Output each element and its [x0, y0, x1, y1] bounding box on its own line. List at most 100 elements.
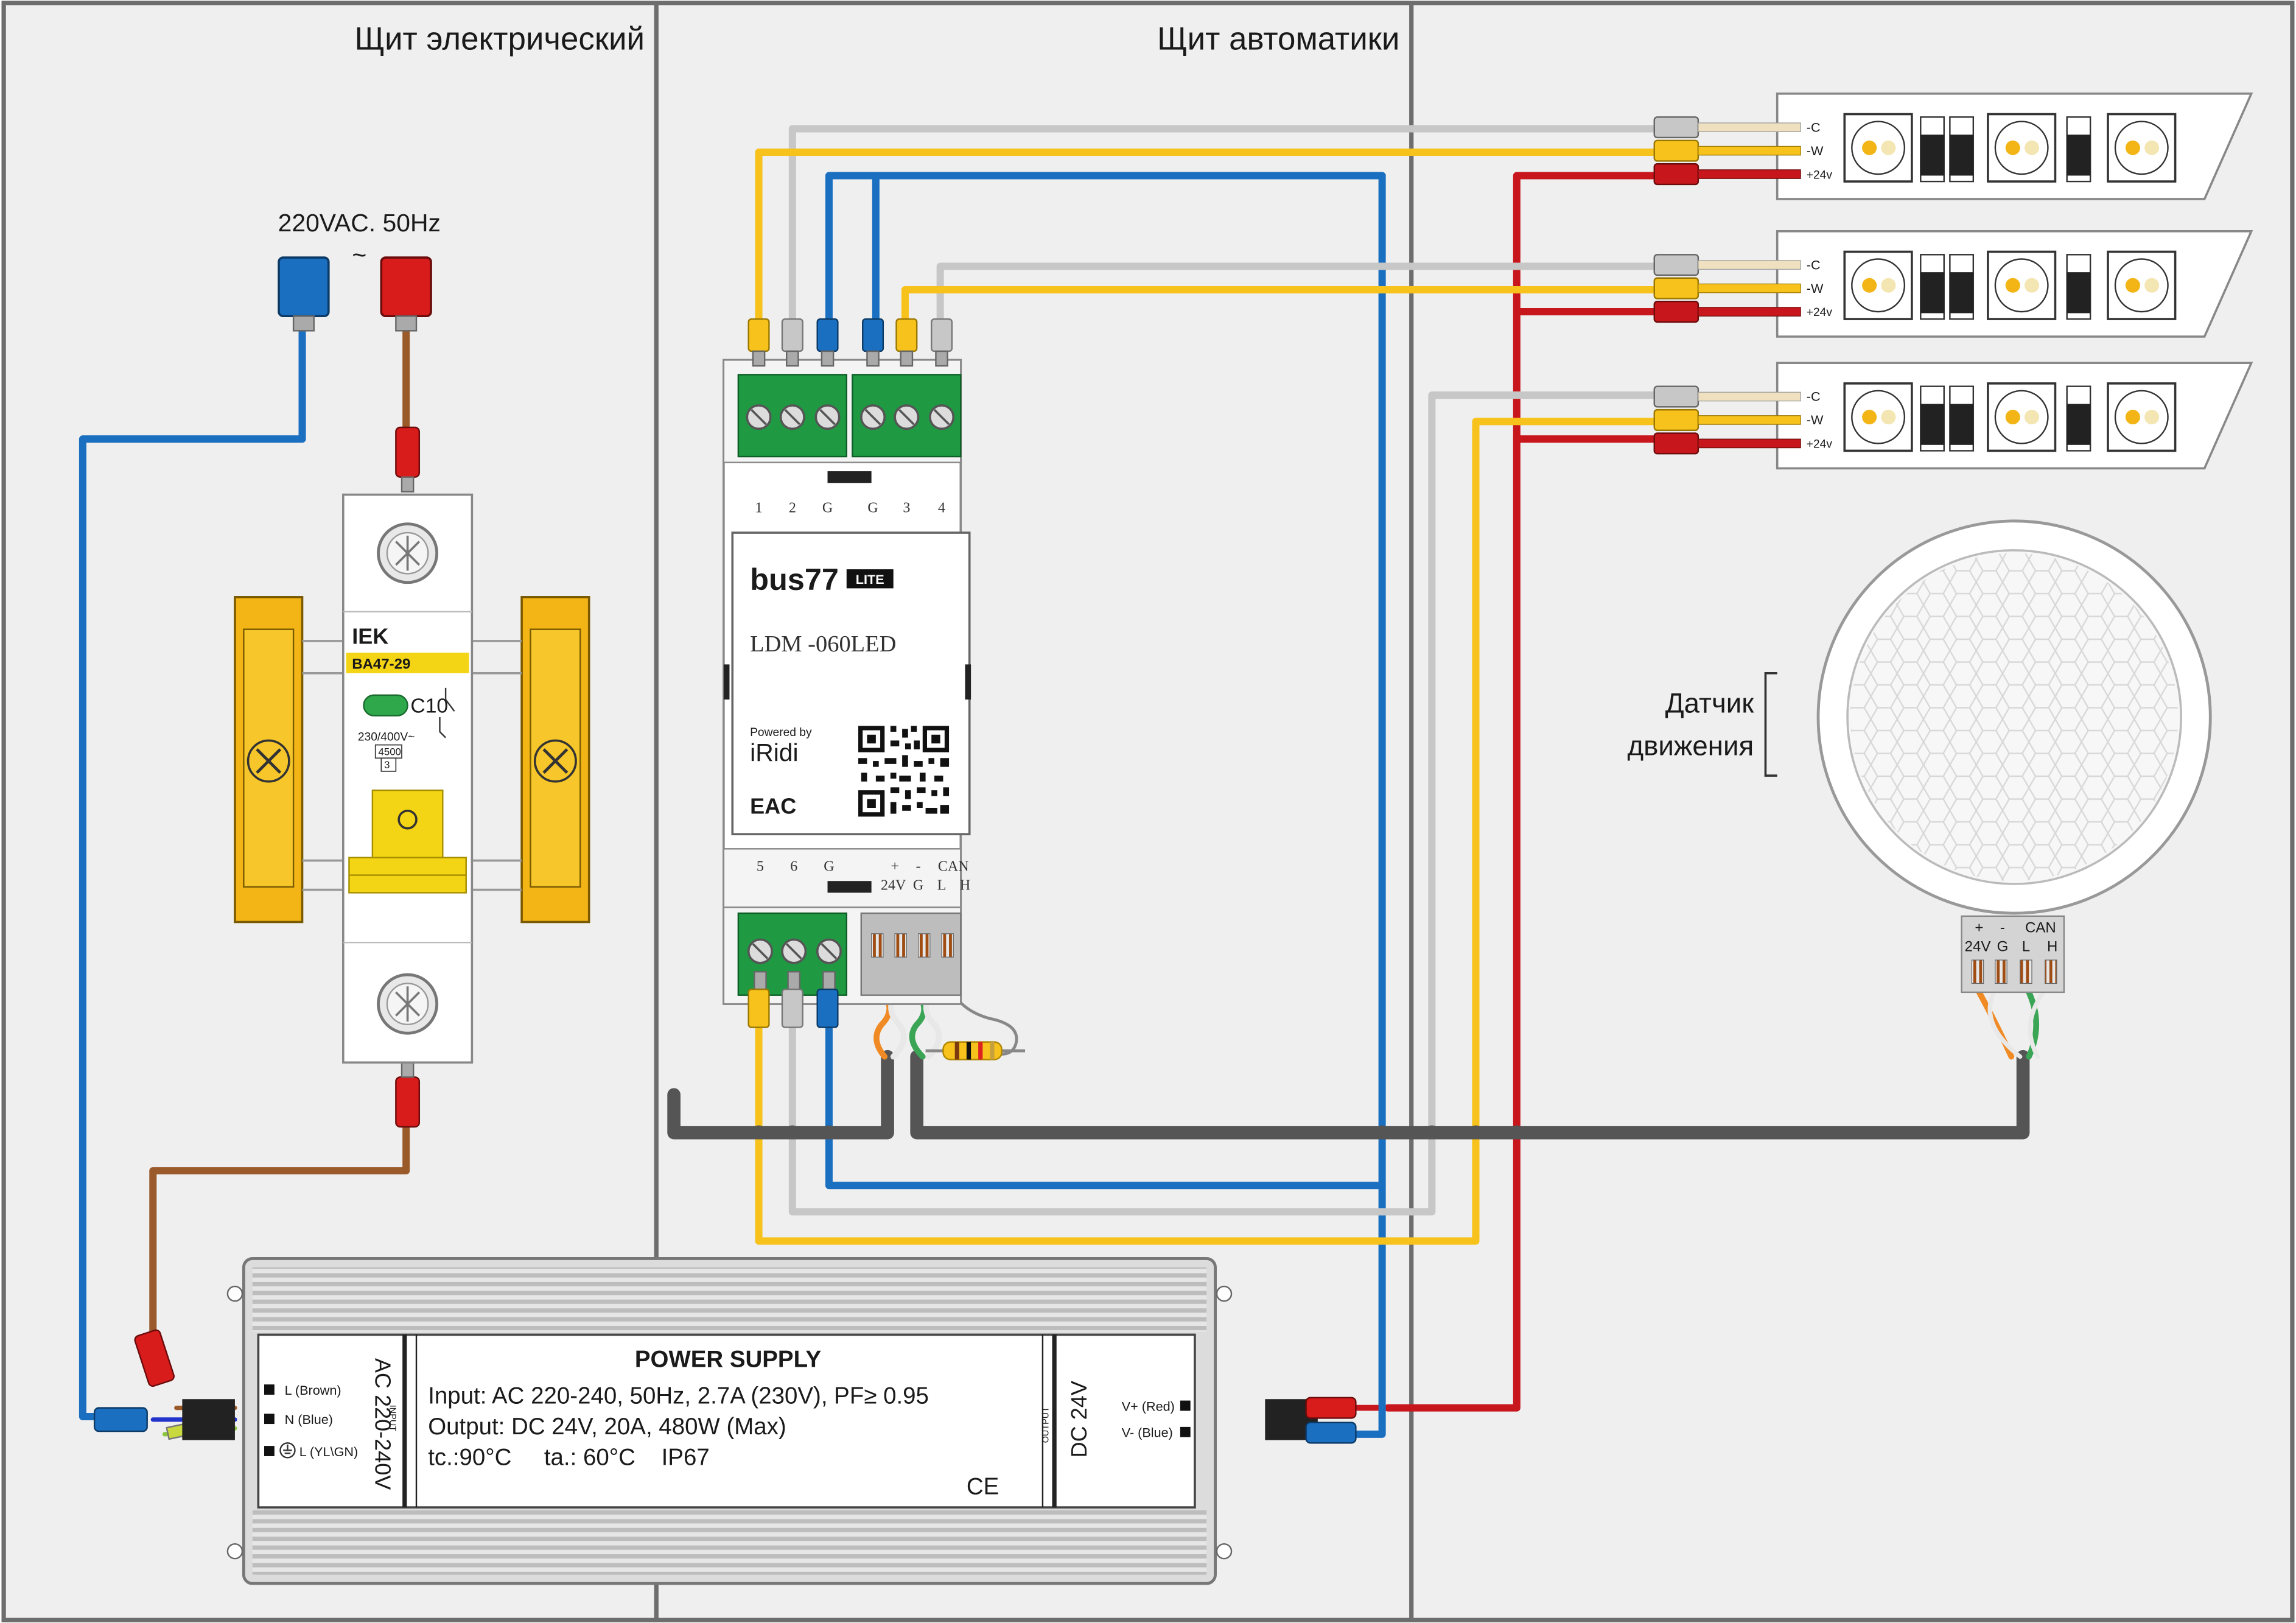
breaker-class: 3 — [384, 759, 390, 771]
psu-output-spec: Output: DC 24V, 20A, 480W (Max) — [428, 1414, 786, 1440]
mains-neutral-wire — [79, 318, 306, 1421]
strip-1-connectors — [1653, 116, 1801, 186]
breaker-voltage: 230/400V~ — [358, 731, 415, 743]
terminal-label-3: 3 — [903, 500, 910, 516]
sensor-pin-plus: + — [1975, 919, 1983, 936]
can-label-plus: + — [891, 858, 899, 874]
can-label-h: H — [960, 878, 970, 894]
circuit-breaker: IEK BA47-29 C10 230/400V~ 4500 3 — [234, 426, 590, 1128]
breaker-brand: IEK — [352, 624, 388, 649]
strip-2-connectors — [1653, 254, 1801, 323]
eac-mark: EAC — [750, 794, 796, 819]
sensor-pin-can: CAN — [2025, 919, 2056, 936]
psu-pin-l: L (Brown) — [285, 1383, 341, 1398]
mains-line-wire — [149, 1117, 410, 1343]
strip1-w-wire — [755, 149, 1664, 333]
terminal-label-2: 2 — [789, 500, 796, 516]
din-clip-right — [520, 596, 590, 924]
strip-2-leds — [1843, 250, 2177, 320]
mains-symbol: ~ — [352, 241, 366, 269]
psu-ce-mark: CE — [967, 1473, 999, 1499]
neutral-plug — [278, 256, 330, 332]
psu-ac-label: AC 220-240V — [371, 1358, 396, 1490]
sensor-label-line2: движения — [1627, 730, 1754, 761]
sensor-label-line1: Датчик — [1665, 688, 1755, 719]
controller-ferrules-top — [747, 318, 953, 367]
can-cable-left — [667, 1050, 894, 1140]
psu-title: POWER SUPPLY — [635, 1346, 822, 1372]
psu-temp-spec: tc.:90°C ta.: 60°C IP67 — [428, 1444, 709, 1470]
panel-title-automation: Щит автоматики — [1157, 21, 1399, 57]
psu-input-tag: INPUT — [388, 1405, 397, 1431]
termination-resistor — [925, 1041, 1026, 1060]
iridi-logo: iRidi — [750, 738, 798, 766]
psu-pin-vminus: V- (Blue) — [1122, 1425, 1173, 1440]
strip-1-pin-c: -C — [1807, 119, 1821, 135]
mains-input: 220VAC. 50Hz ~ — [278, 209, 441, 332]
sensor-label: Датчик движения — [1627, 672, 1777, 777]
din-clip-left — [234, 596, 304, 924]
strip-3-pin-w: -W — [1807, 412, 1824, 427]
strip-3-pin-v: +24v — [1807, 438, 1833, 451]
breaker-model: BA47-29 — [352, 656, 410, 673]
terminal-label-1: 1 — [755, 500, 763, 516]
sensor-pin-g: G — [1997, 939, 2009, 955]
can-label-l: L — [937, 878, 947, 894]
psu-input-spec: Input: AC 220-240, 50Hz, 2.7A (230V), PF… — [428, 1383, 929, 1409]
can-label-24v: 24V — [881, 878, 906, 894]
strip2-c-wire — [936, 262, 1664, 333]
terminal-label-5: 5 — [757, 858, 764, 874]
strip3-w-wire — [755, 418, 1664, 1245]
breaker-capacity: 4500 — [379, 746, 401, 757]
strip-3-leds — [1843, 382, 2177, 452]
strip-2-pin-v: +24v — [1807, 306, 1833, 319]
panel-title-electrical: Щит электрический — [354, 21, 645, 57]
can-connector-pins — [871, 933, 954, 958]
sensor-pin-h: H — [2047, 939, 2057, 955]
terminal-label-g1: G — [822, 500, 833, 516]
breaker-rating: C10 — [410, 695, 448, 718]
terminal-label-4: 4 — [938, 500, 945, 516]
controller-model: LDM -060LED — [750, 631, 896, 657]
strip-3-pin-c: -C — [1807, 389, 1821, 404]
controller-brand: bus77 — [750, 562, 839, 597]
led-controller: 1 2 G G 3 4 bus77 LITE LDM -060LED Power… — [723, 318, 971, 1028]
motion-sensor: Датчик движения + - CAN 24V G L H — [1627, 519, 2212, 994]
strip1-c-wire — [788, 125, 1664, 333]
psu-pin-n: N (Blue) — [285, 1412, 333, 1427]
led-strip-3: -C -W +24v — [1653, 362, 2253, 470]
strip-2-pin-c: -C — [1807, 257, 1821, 272]
psu-dc-label: DC 24V — [1066, 1381, 1091, 1457]
can-label-can: CAN — [938, 858, 969, 874]
earth-icon — [279, 1442, 296, 1459]
led-strip-1: -C -W +24v — [1653, 93, 2253, 200]
can-label-g: G — [913, 878, 923, 894]
strip3-c-wire — [788, 391, 1664, 1216]
powered-by-label: Powered by — [750, 726, 812, 739]
line-plug — [380, 256, 432, 332]
can-label-minus: - — [916, 858, 921, 874]
terminal-label-g2: G — [867, 500, 878, 516]
can-cable-main — [910, 1050, 2030, 1140]
psu-pin-vplus: V+ (Red) — [1122, 1398, 1175, 1414]
controller-brand-badge: LITE — [856, 572, 884, 587]
strip-3-connectors — [1653, 385, 1801, 455]
sensor-pin-24v: 24V — [1965, 939, 1991, 955]
strip2-w-wire — [901, 286, 1664, 333]
strip-1-pin-v: +24v — [1807, 169, 1833, 181]
psu-output-tag: OUTPUT — [1041, 1407, 1051, 1443]
sensor-terminals — [1971, 959, 2057, 984]
power-supply: L (Brown) N (Blue) L (YL\GN) AC 220-240V… — [93, 1257, 1357, 1585]
sensor-pin-minus: - — [2000, 919, 2005, 936]
terminal-label-6: 6 — [790, 858, 797, 874]
ground-wire-bottom — [825, 1020, 1386, 1190]
plus24-wire — [1384, 172, 1664, 1412]
controller-ferrules-bottom — [747, 971, 839, 1028]
strip-2-pin-w: -W — [1807, 281, 1824, 296]
strip-1-pin-w: -W — [1807, 143, 1824, 158]
psu-pin-pe: L (YL\GN) — [299, 1444, 359, 1459]
sensor-pin-l: L — [2022, 939, 2030, 955]
strip-1-leds — [1843, 113, 2177, 183]
mains-label: 220VAC. 50Hz — [278, 209, 441, 237]
